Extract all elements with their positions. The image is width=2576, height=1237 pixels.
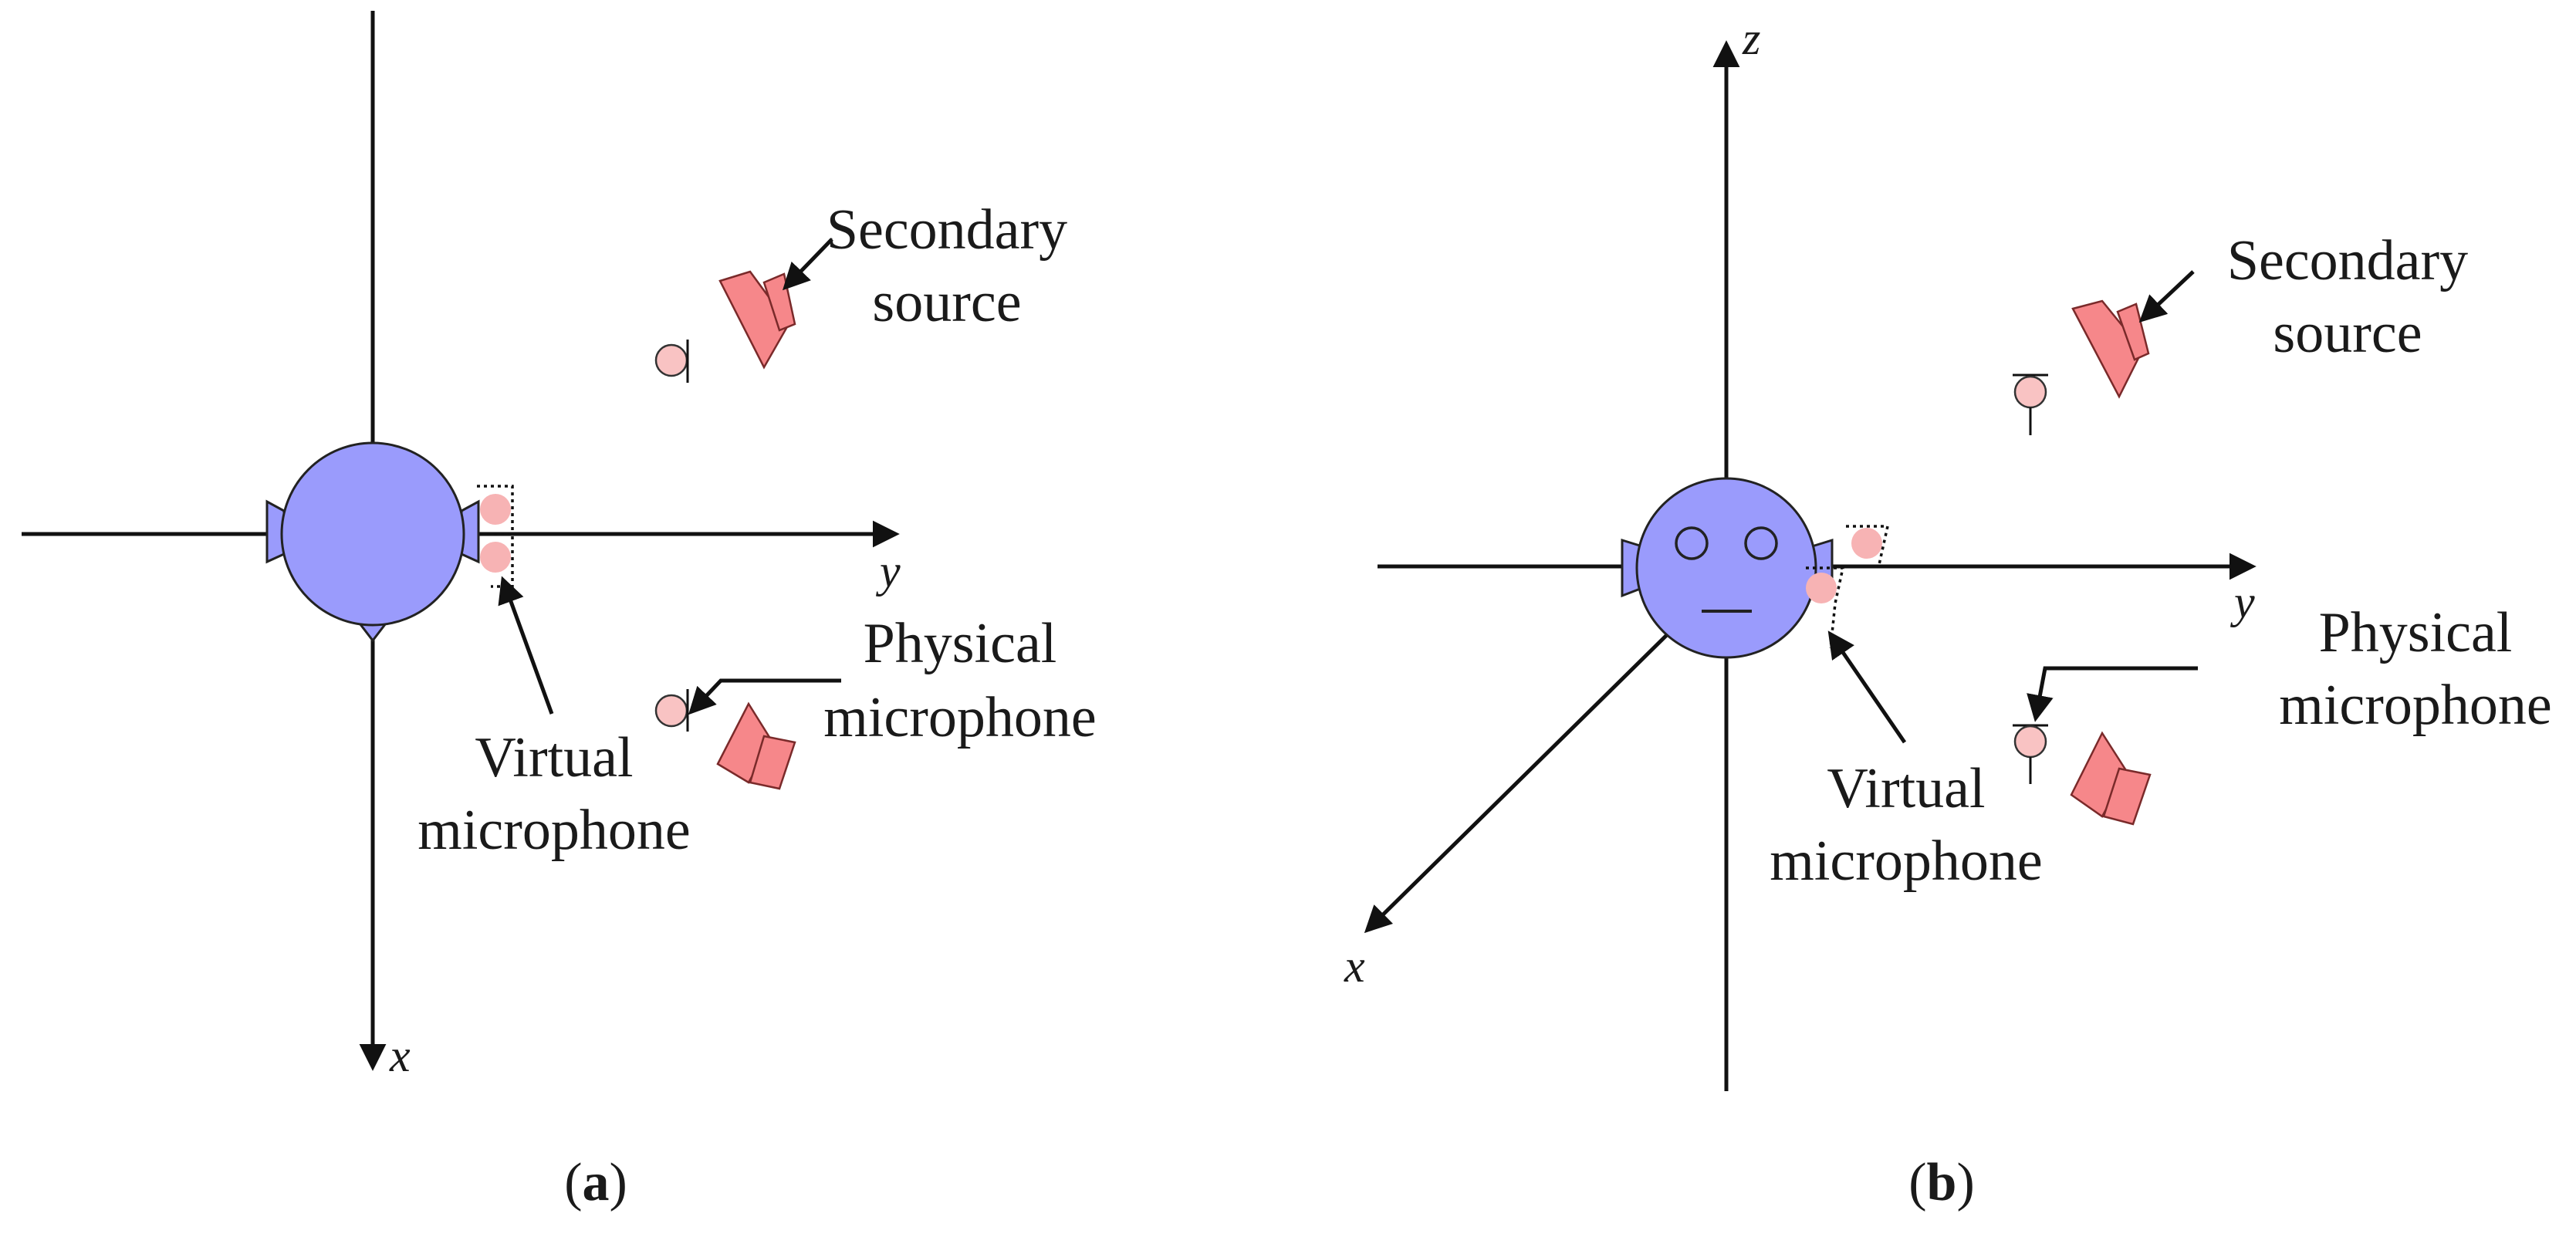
label-virtual-microphone-line1-a: Virtual xyxy=(475,726,633,789)
pointer-virtual-microphone-b xyxy=(1827,630,1907,744)
pointer-virtual-microphone-a xyxy=(498,576,554,715)
microphone-icon xyxy=(654,343,688,377)
axis-label-x-b: x xyxy=(1344,941,1365,992)
pointer-secondary-source-b xyxy=(2138,270,2195,323)
eye-icon xyxy=(1675,526,1709,560)
head-icon xyxy=(1635,477,1817,659)
physical-microphone-upper-b xyxy=(2013,373,2048,435)
label-physical-microphone-line2-a: microphone xyxy=(823,686,1096,749)
head-front-view xyxy=(1621,477,1834,659)
label-virtual-microphone-line1-b: Virtual xyxy=(1827,757,1985,820)
pointer-physical-microphone-b xyxy=(2027,666,2198,722)
x-axis-b xyxy=(1364,622,1680,934)
axis-label-y-b: y xyxy=(2229,576,2255,627)
virtual-microphones-b xyxy=(1806,525,1890,649)
label-physical-microphone-line2-b: microphone xyxy=(2279,674,2551,737)
label-secondary-source-line1-b: Secondary xyxy=(2227,229,2468,292)
panel-b: z y x xyxy=(1344,13,2552,1212)
axis-label-x-a: x xyxy=(389,1030,411,1081)
axis-label-z-b: z xyxy=(1742,13,1760,64)
label-virtual-microphone-line2-b: microphone xyxy=(1770,830,2042,893)
virtual-microphone-icon xyxy=(1851,528,1882,559)
pointer-physical-microphone-a xyxy=(688,678,841,715)
axis-label-y-a: y xyxy=(875,546,901,597)
label-physical-microphone-line1-b: Physical xyxy=(2319,601,2513,664)
microphone-icon xyxy=(2013,375,2047,409)
speaker-lower-b xyxy=(2070,731,2152,826)
panel-a: y x xyxy=(22,11,1097,1212)
label-secondary-source-line1-a: Secondary xyxy=(827,198,1067,262)
label-physical-microphone-line1-a: Physical xyxy=(864,612,1057,675)
secondary-source-upper-a xyxy=(718,270,796,370)
secondary-source-upper-b xyxy=(2071,299,2150,399)
microphone-icon xyxy=(2013,725,2047,759)
label-virtual-microphone-line2-a: microphone xyxy=(418,799,690,862)
virtual-microphone-icon xyxy=(1806,573,1837,603)
eye-icon xyxy=(1744,526,1778,560)
virtual-microphone-icon xyxy=(480,542,511,573)
caption-a: (a) xyxy=(564,1153,627,1212)
pointer-secondary-source-a xyxy=(782,238,833,291)
caption-b: (b) xyxy=(1908,1153,1975,1212)
physical-microphone-upper-a xyxy=(654,340,689,383)
head-icon xyxy=(280,441,465,627)
label-secondary-source-line2-b: source xyxy=(2273,302,2422,365)
label-secondary-source-line2-a: source xyxy=(872,271,1021,334)
physical-microphone-lower-a xyxy=(654,689,689,732)
speaker-lower-a xyxy=(716,701,796,790)
physical-microphone-lower-b xyxy=(2013,724,2048,784)
virtual-microphone-icon xyxy=(480,494,511,525)
head-top-view xyxy=(265,441,480,643)
virtual-microphones-a xyxy=(477,485,514,588)
microphone-icon xyxy=(654,694,688,728)
